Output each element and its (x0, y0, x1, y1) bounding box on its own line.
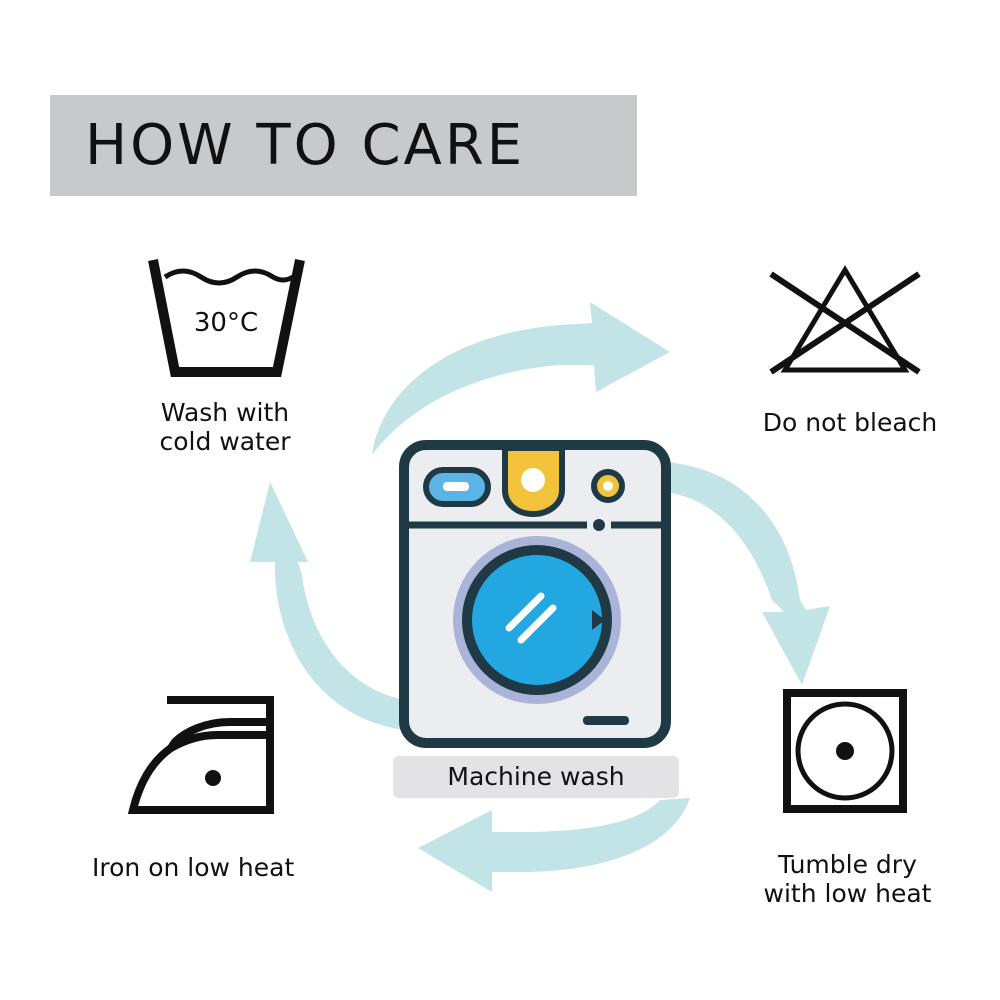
wash-label-line1: Wash with (160, 398, 290, 427)
dry-label: Tumble dry with low heat (740, 850, 955, 908)
tumble-dry-icon (783, 689, 907, 813)
do-not-bleach-icon (769, 265, 921, 375)
arrow-right-icon (665, 462, 830, 685)
wash-label-line2: cold water (159, 427, 291, 456)
wash-label: Wash with cold water (130, 398, 320, 456)
washing-machine-icon (399, 440, 671, 748)
machine-wash-label: Machine wash (393, 756, 679, 798)
dry-label-line2: with low heat (763, 879, 932, 908)
arrow-bottom-icon (418, 798, 690, 892)
arrow-top-icon (372, 302, 670, 455)
title-bar: HOW TO CARE (50, 95, 637, 196)
dry-label-line1: Tumble dry (778, 850, 917, 879)
wash-basin-icon: 30°C (148, 258, 305, 377)
wash-temperature: 30°C (194, 308, 258, 338)
bleach-label: Do not bleach (762, 408, 938, 437)
iron-icon (127, 696, 274, 814)
iron-label: Iron on low heat (92, 853, 295, 882)
page-title: HOW TO CARE (85, 113, 526, 178)
arrow-left-icon (250, 482, 405, 730)
